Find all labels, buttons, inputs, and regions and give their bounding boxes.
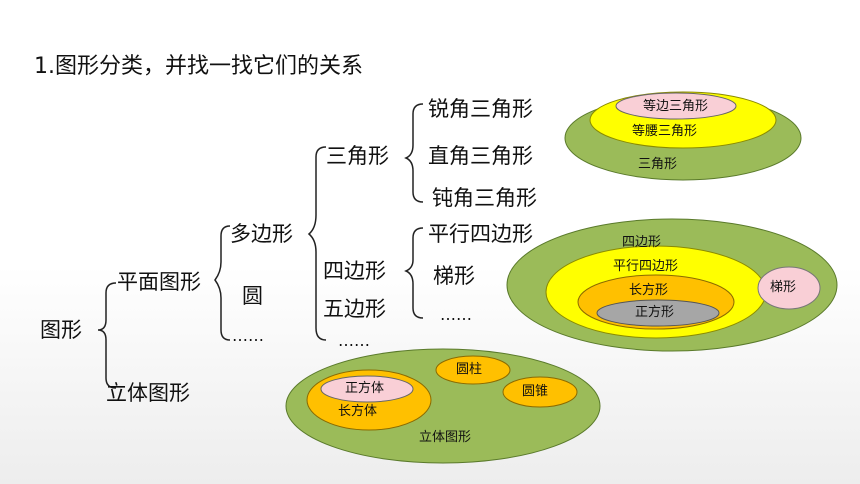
- venn-quad-trapezoid: [757, 266, 821, 310]
- venn-solid-cone: [502, 376, 578, 408]
- node-pentagon: 五边形: [323, 297, 386, 321]
- node-polygon-more: ……: [338, 331, 370, 350]
- node-obtuse: 钝角三角形: [432, 186, 537, 210]
- venn-solid-cylinder: [435, 355, 511, 385]
- bracket-triangle: [404, 103, 424, 203]
- venn-label-quadrilateral: 四边形: [622, 235, 662, 250]
- venn-label-rectangle: 长方形: [629, 283, 669, 298]
- venn-label-parallelogram: 平行四边形: [613, 259, 679, 274]
- venn-triangle-inner: [615, 92, 737, 120]
- node-parallelogram: 平行四边形: [428, 222, 533, 246]
- node-polygon: 多边形: [230, 222, 293, 246]
- venn-label-solid: 立体图形: [419, 430, 472, 445]
- venn-label-square: 正方形: [635, 305, 675, 320]
- node-solid: 立体图形: [106, 381, 190, 405]
- node-acute: 锐角三角形: [428, 97, 533, 121]
- venn-quad-square: [596, 299, 720, 327]
- node-circle: 圆: [242, 284, 263, 308]
- node-root: 图形: [40, 318, 82, 342]
- venn-solid-cube: [320, 375, 414, 403]
- venn-label-trapezoid: 梯形: [770, 280, 797, 295]
- venn-label-cuboid: 长方体: [338, 404, 378, 419]
- bracket-plane: [214, 225, 231, 341]
- node-right: 直角三角形: [428, 144, 533, 168]
- venn-label-cylinder: 圆柱: [456, 362, 483, 377]
- node-quad-more: ……: [440, 305, 472, 324]
- page-title: 1.图形分类，并找一找它们的关系: [34, 54, 363, 79]
- bracket-root: [97, 282, 117, 389]
- venn-label-equilateral: 等边三角形: [643, 99, 709, 114]
- node-plane-more: ……: [232, 326, 264, 345]
- node-quadrilateral: 四边形: [323, 259, 386, 283]
- venn-label-isosceles: 等腰三角形: [632, 124, 698, 139]
- bracket-quad: [404, 227, 424, 319]
- node-trapezoid: 梯形: [433, 264, 475, 288]
- venn-label-cube: 正方体: [345, 381, 385, 396]
- venn-label-cone: 圆锥: [522, 384, 549, 399]
- node-triangle: 三角形: [326, 144, 389, 168]
- node-plane: 平面图形: [117, 270, 201, 294]
- venn-label-triangle: 三角形: [638, 157, 678, 172]
- bracket-polygon: [307, 146, 327, 341]
